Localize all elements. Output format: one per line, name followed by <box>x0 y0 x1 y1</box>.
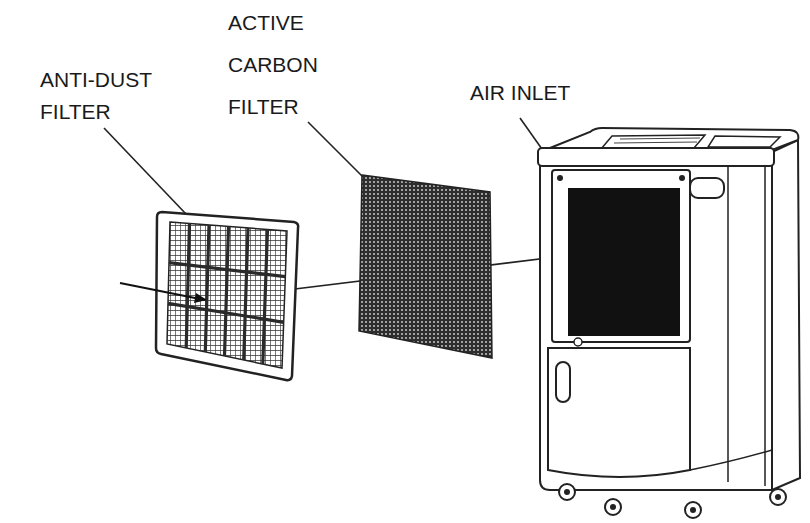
wheel-hub <box>610 504 616 510</box>
screw <box>679 175 685 181</box>
filter-mesh <box>167 222 287 368</box>
control-panel <box>708 136 780 147</box>
wheel <box>770 489 786 505</box>
airflow-arrowhead <box>194 293 207 303</box>
tank-window <box>556 362 570 402</box>
unit-body <box>540 160 772 490</box>
body-edge <box>728 166 765 486</box>
leader-line <box>104 128 186 214</box>
airflow-line <box>120 283 205 300</box>
filter-rib <box>186 224 267 365</box>
callout-label: ANTI-DUST FILTER <box>40 64 158 128</box>
air-inlet <box>568 188 680 336</box>
water-tank <box>548 348 690 477</box>
unit-top <box>545 128 798 150</box>
handle <box>690 178 724 198</box>
wheel-hub <box>690 507 696 513</box>
top-vent <box>601 135 705 149</box>
top-vent <box>614 138 700 143</box>
wheel <box>559 484 575 500</box>
filter-frame <box>156 212 298 380</box>
body-edge <box>690 450 772 470</box>
filter-rib <box>168 263 285 323</box>
screw <box>557 175 563 181</box>
unit-lid <box>538 148 774 166</box>
inlet-frame <box>552 170 690 342</box>
callout-label: ACTIVE CARBON FILTER <box>228 2 328 128</box>
callout-label: AIR INLET <box>470 80 610 106</box>
wheel <box>685 502 701 518</box>
tank-latch <box>574 338 582 346</box>
wheel <box>605 499 621 515</box>
wheel-hub <box>775 494 781 500</box>
carbon-filter <box>359 175 492 358</box>
wheel-hub <box>564 489 570 495</box>
unit-side <box>772 140 800 490</box>
